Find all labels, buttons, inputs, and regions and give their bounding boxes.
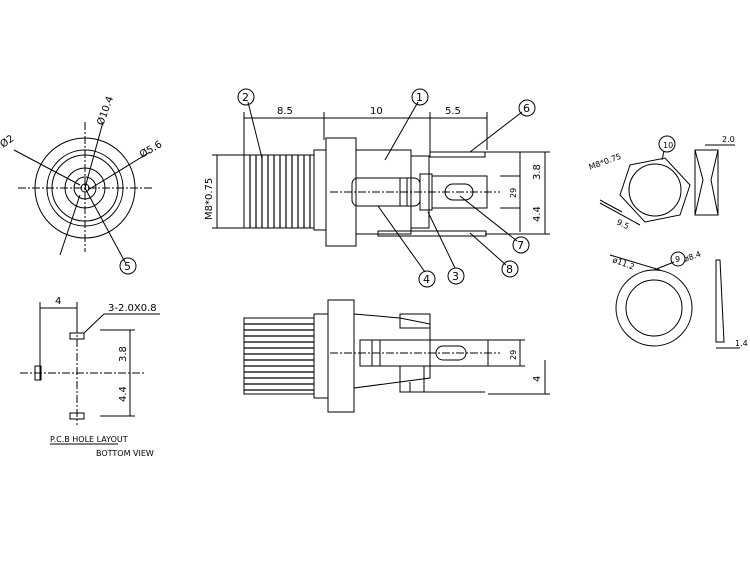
pcb-title: P.C.B HOLE LAYOUT	[50, 435, 128, 444]
dim-nut-width: 9.5	[615, 218, 630, 232]
dim-v1: 3.8	[532, 164, 543, 180]
dim-pin-len: 5.5	[445, 106, 461, 117]
dim-nut-thread: M8*0.75	[588, 152, 623, 172]
pcb-subtitle: BOTTOM VIEW	[96, 449, 154, 458]
dim-nut-thickness: 2.0	[722, 135, 735, 144]
callout-4: 4	[423, 273, 430, 286]
dim-thread-len: 8.5	[277, 106, 293, 117]
bottom-view	[243, 299, 550, 413]
dim-bottom-slot: 29	[509, 350, 518, 360]
dim-pcb-width: 4	[55, 296, 61, 307]
dim-body-len: 10	[370, 106, 383, 117]
dim-pcb-v1: 3.8	[118, 346, 129, 362]
callout-2: 2	[242, 91, 249, 104]
callout-1: 1	[416, 91, 423, 104]
callout-8: 8	[506, 263, 513, 276]
dim-washer-outer: ø11.2	[611, 255, 635, 271]
washer-drawing	[609, 251, 740, 349]
dim-washer-thickness: 1.4	[735, 339, 748, 348]
dim-pcb-holes: 3-2.0X0.8	[108, 303, 157, 314]
dim-front-inner: Ø5.6	[138, 138, 165, 160]
front-view	[13, 121, 152, 275]
callout-6: 6	[523, 102, 530, 115]
callout-9: 9	[675, 255, 680, 264]
side-view	[212, 88, 550, 288]
dim-thread-spec: M8*0.75	[204, 178, 215, 220]
dim-slot: 29	[509, 188, 518, 198]
callout-3: 3	[452, 270, 459, 283]
dim-front-mid: Ø10.4	[95, 95, 117, 127]
callout-5: 5	[124, 260, 131, 273]
pcb-layout	[20, 302, 160, 445]
dim-washer-inner: ø8.4	[683, 249, 703, 263]
dim-pcb-v2: 4.4	[118, 386, 129, 402]
dim-front-outer: Ø2	[0, 132, 16, 150]
callout-5-circle	[119, 257, 137, 275]
nut-drawing	[599, 135, 735, 226]
callout-7: 7	[517, 239, 524, 252]
dim-bottom-right: 4	[532, 376, 543, 382]
callout-10: 10	[663, 141, 673, 150]
dim-v2: 4.4	[532, 206, 543, 222]
